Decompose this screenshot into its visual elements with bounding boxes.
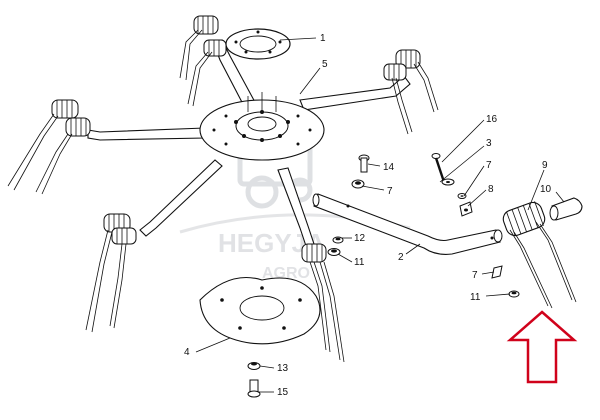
label-part-1: 1 xyxy=(320,33,326,44)
label-part-11-b: 11 xyxy=(470,292,481,303)
part-11-nut-a xyxy=(327,248,341,256)
part-14-bolt xyxy=(358,154,370,173)
label-part-13: 13 xyxy=(277,363,289,374)
part-10-pin xyxy=(549,197,583,221)
part-5-washer xyxy=(457,193,467,199)
part-15-bolt xyxy=(247,379,261,398)
tine-group-left xyxy=(7,99,91,195)
label-part-3: 3 xyxy=(486,138,492,149)
part-7-nut-a xyxy=(351,179,365,189)
rake-arm-lower-left xyxy=(139,159,223,237)
part-7-nut-b xyxy=(491,265,503,279)
part-16-bolt xyxy=(431,153,446,183)
part-labels: 1 5 3 16 7 8 9 10 14 7 12 11 2 7 11 4 13 xyxy=(184,33,565,398)
part-11-nut-b xyxy=(508,290,520,298)
label-part-12: 12 xyxy=(354,233,366,244)
label-part-14: 14 xyxy=(383,162,395,173)
part-2-arm-tube xyxy=(312,193,503,255)
rake-arm-upper-right xyxy=(299,75,411,111)
label-part-5: 7 xyxy=(486,160,492,171)
part-3-washer xyxy=(441,178,455,186)
label-part-16: 16 xyxy=(486,114,498,125)
part-12-spacer xyxy=(332,236,344,244)
label-part-2: 2 xyxy=(398,252,404,263)
part-1-gasket xyxy=(225,28,291,60)
tine-group-lower-right xyxy=(301,243,345,363)
label-part-9: 9 xyxy=(542,160,548,171)
label-part-6: 5 xyxy=(322,59,328,70)
tine-group-top xyxy=(179,15,227,107)
rake-arm-left xyxy=(87,127,206,141)
part-4-flange-plate xyxy=(199,276,321,345)
hub-plate xyxy=(199,92,325,161)
tine-group-lower-left xyxy=(85,213,137,333)
part-13-nut xyxy=(247,362,261,370)
label-part-4: 4 xyxy=(184,347,190,358)
label-part-7-a: 7 xyxy=(387,186,393,197)
label-part-15: 15 xyxy=(277,387,289,398)
tine-group-upper-right xyxy=(383,49,439,135)
label-part-8: 8 xyxy=(488,184,494,195)
label-part-7-b: 7 xyxy=(472,270,478,281)
rake-wheel-assembly xyxy=(7,15,439,363)
label-part-11-a: 11 xyxy=(354,257,365,268)
part-9-spring-tine xyxy=(502,201,577,309)
label-part-10: 10 xyxy=(540,184,552,195)
arrow-up-icon xyxy=(506,310,578,384)
